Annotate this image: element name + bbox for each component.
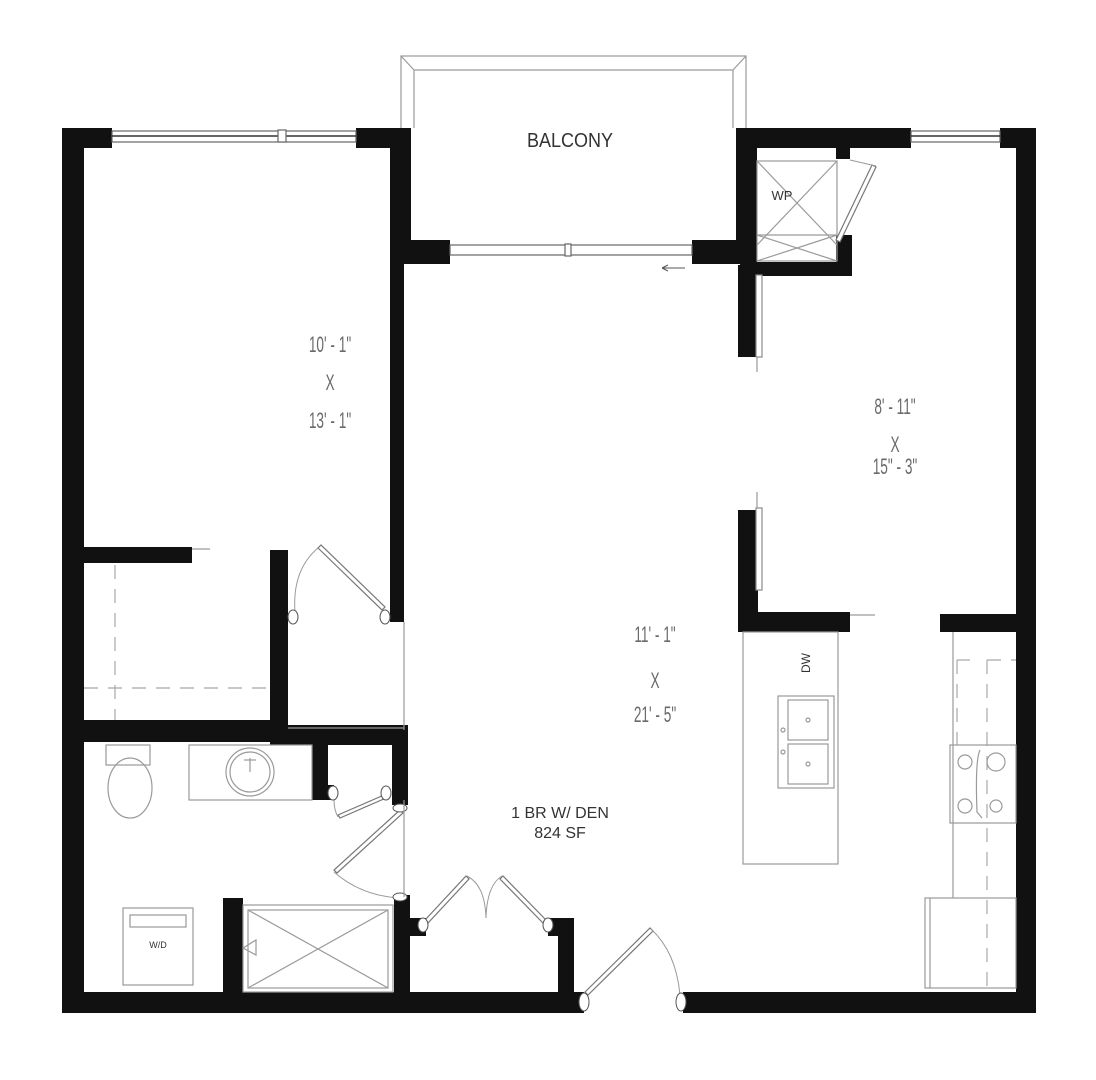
kitchen-counter xyxy=(924,632,1017,990)
unit-type-label: 1 BR W/ DEN xyxy=(511,805,609,822)
den-dimension-width: 8' - 11" xyxy=(874,394,916,419)
living-dimension-length: 21' - 5" xyxy=(633,702,677,727)
water-heater-label: WP xyxy=(771,188,793,203)
kitchen-island xyxy=(742,631,839,865)
balcony-label: BALCONY xyxy=(526,130,614,152)
bedroom-closet xyxy=(84,548,270,720)
walls xyxy=(62,128,1036,1013)
water-heater-closet xyxy=(756,159,877,262)
bedroom-dimension-length: 13' - 1" xyxy=(308,408,352,433)
dishwasher-label: DW xyxy=(799,653,813,673)
sliding-door xyxy=(449,243,693,272)
washer-dryer xyxy=(122,907,194,986)
den-dimension-x: X xyxy=(890,432,900,457)
shower xyxy=(241,904,394,993)
entry-closet-doors xyxy=(417,875,554,933)
den-dimension-length: 15" - 3" xyxy=(872,454,918,479)
den-opening xyxy=(755,274,875,616)
bedroom-door xyxy=(287,544,405,730)
living-dimension-width: 11' - 1" xyxy=(634,622,676,647)
unit-area-label: 824 SF xyxy=(534,825,586,842)
washer-dryer-label: W/D xyxy=(149,940,167,950)
living-dimension-x: X xyxy=(650,668,660,693)
windows xyxy=(111,129,1001,143)
front-door xyxy=(578,927,687,1012)
bathroom-fixtures xyxy=(105,744,408,902)
bedroom-dimension-width: 10' - 1" xyxy=(308,332,352,357)
bedroom-dimension-x: X xyxy=(325,370,335,395)
